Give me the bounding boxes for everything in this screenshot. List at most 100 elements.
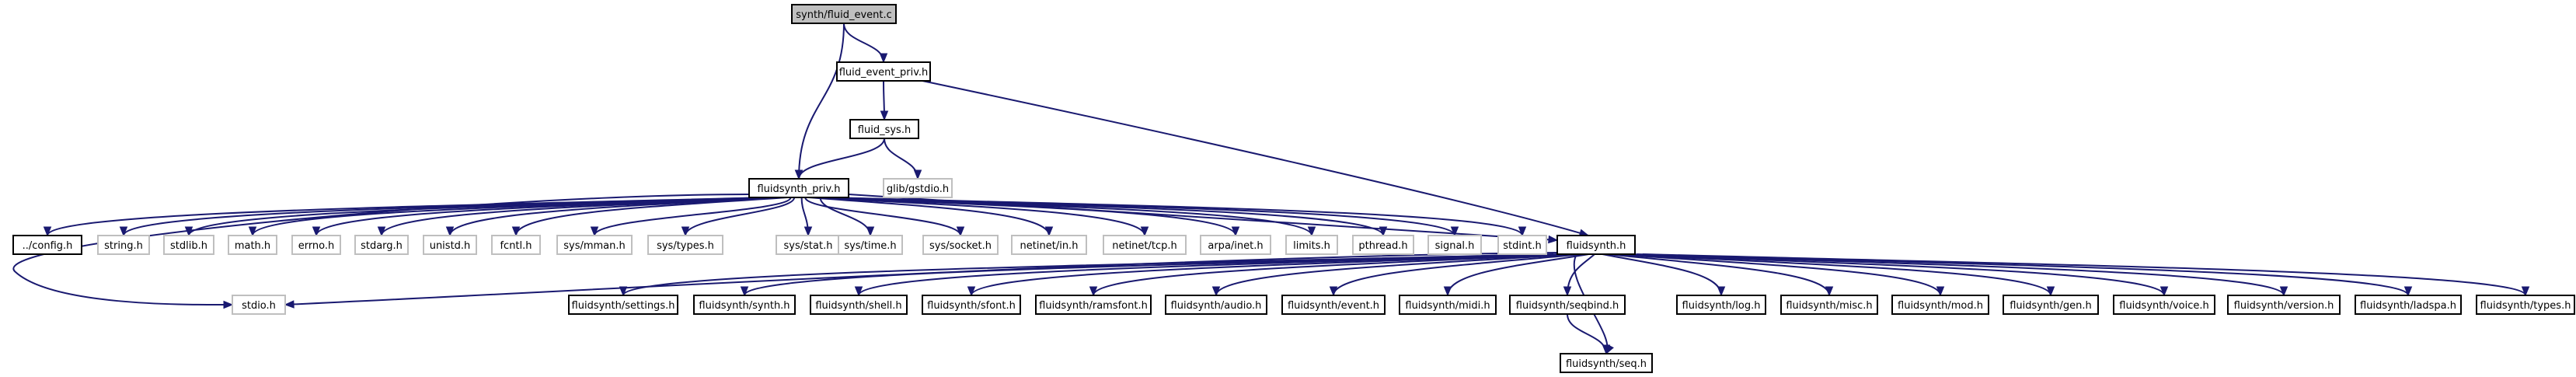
arrowhead [2159,286,2169,297]
node-sys[interactable]: fluid_sys.h [849,119,919,139]
node-label: math.h [235,240,270,252]
node-gen[interactable]: fluidsynth/gen.h [2003,295,2099,315]
edge-fluidsynth-to-ramsfont [1089,253,1571,297]
node-box [1399,295,1497,315]
node-synth[interactable]: fluidsynth/synth.h [693,295,796,315]
node-box [883,178,953,198]
arrowhead [1329,286,1338,297]
node-label: fluidsynth.h [1567,240,1626,252]
node-box [810,295,908,315]
node-settings[interactable]: fluidsynth/settings.h [568,295,678,315]
node-box [836,61,931,82]
edge-line [1642,253,2526,296]
node-box [1676,295,1766,315]
node-event[interactable]: fluidsynth/event.h [1281,295,1386,315]
node-gstdio: glib/gstdio.h [883,178,953,198]
edge-event_priv-to-sys [880,80,889,121]
edge-line [798,23,845,180]
node-ftypes[interactable]: fluidsynth/types.h [2476,295,2575,315]
arrowhead [866,226,875,237]
node-box [12,235,82,255]
edge-line [685,197,796,236]
edge-line [843,23,884,63]
node-shell[interactable]: fluidsynth/shell.h [810,295,908,315]
node-stat: sys/stat.h [776,235,841,255]
edge-line [808,197,1050,236]
node-box [791,4,897,24]
edge-priv-to-stdint [828,197,1527,237]
node-label: pthread.h [1358,240,1407,252]
arrowhead [681,226,690,237]
node-box [1891,295,1989,315]
node-ramsfont[interactable]: fluidsynth/ramsfont.h [1035,295,1152,315]
node-event_priv[interactable]: fluid_event_priv.h [836,61,931,82]
arrowhead [1044,226,1054,237]
edge-priv-to-mman [590,197,792,237]
edge-line [1607,253,1830,296]
edge-priv-to-netin [808,197,1054,237]
node-audio[interactable]: fluidsynth/audio.h [1165,295,1267,315]
arrowhead [2046,286,2055,297]
node-config[interactable]: ../config.h [12,235,82,255]
node-midi[interactable]: fluidsynth/midi.h [1399,295,1497,315]
node-voice[interactable]: fluidsynth/voice.h [2113,295,2215,315]
node-fluidsynth[interactable]: fluidsynth.h [1556,235,1636,255]
edge-line [1630,253,2285,296]
node-ladspa[interactable]: fluidsynth/ladspa.h [2355,295,2462,315]
node-sfont[interactable]: fluidsynth/sfont.h [922,295,1021,315]
node-box [1352,235,1414,255]
edge-line [812,197,1145,236]
edge-line [804,197,961,236]
node-misc[interactable]: fluidsynth/misc.h [1780,295,1878,315]
node-stdarg: stdarg.h [354,235,409,255]
edge-root-to-priv [794,23,845,180]
edge-line [1624,253,2165,296]
arrowhead [2521,286,2530,297]
node-label: fluidsynth/ladspa.h [2360,300,2456,312]
node-label: netinet/tcp.h [1112,240,1177,252]
node-log[interactable]: fluidsynth/log.h [1676,295,1766,315]
edge-line [449,197,786,236]
node-box [1281,295,1386,315]
node-label: arpa/inet.h [1208,240,1263,252]
arrowhead [2279,286,2288,297]
node-label: fluidsynth/shell.h [815,300,901,312]
node-label: sys/time.h [844,240,896,252]
node-mod[interactable]: fluidsynth/mod.h [1891,295,1989,315]
node-label: netinet/in.h [1020,240,1079,252]
edge-fluidsynth-to-settings [619,253,1548,297]
arrowhead [1450,226,1459,237]
node-box [748,178,849,198]
node-box [1285,235,1338,255]
node-version[interactable]: fluidsynth/version.h [2227,295,2341,315]
edge-priv-to-fcntl [511,197,788,237]
node-box [2355,295,2462,315]
node-label: fluidsynth/event.h [1288,300,1379,312]
node-label: fluid_sys.h [858,124,911,136]
edge-line [922,80,1589,236]
node-label: stdio.h [242,300,276,312]
node-seqbind[interactable]: fluidsynth/seqbind.h [1509,295,1626,315]
edge-line [828,197,1523,236]
arrowhead [43,226,52,237]
edge-line [594,197,792,236]
arrowhead [1518,226,1527,237]
node-box [491,235,541,255]
edge-line [515,197,788,236]
edge-fluidsynth-to-shell [854,253,1560,297]
node-time: sys/time.h [838,235,903,255]
node-box [232,295,286,315]
edge-fluidsynth-to-log [1602,253,1726,297]
node-box [2227,295,2341,315]
node-box [1509,295,1626,315]
node-seq[interactable]: fluidsynth/seq.h [1560,353,1653,373]
node-label: sys/mman.h [563,240,626,252]
node-label: fluidsynth/midi.h [1405,300,1490,312]
edge-line [798,138,885,180]
node-label: fluid_event_priv.h [839,67,929,79]
node-priv[interactable]: fluidsynth_priv.h [748,178,849,198]
arrowhead [1717,286,1726,297]
node-box [838,235,903,255]
edge-priv-to-types [681,197,796,237]
node-label: ../config.h [23,240,73,252]
